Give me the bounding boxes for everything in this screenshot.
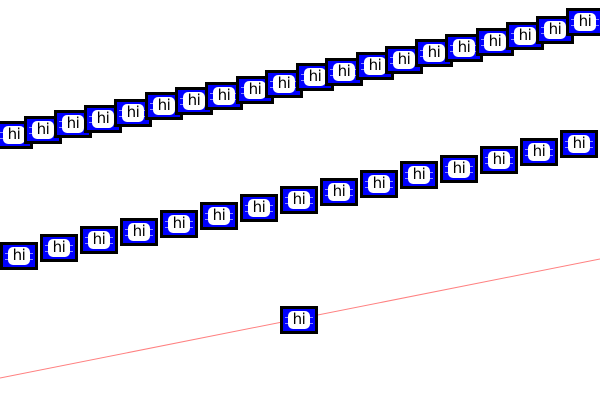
button-label: hi <box>457 37 471 56</box>
button-label: hi <box>427 42 441 61</box>
button-label: hi <box>397 49 411 68</box>
button-label: hi <box>252 197 266 216</box>
button-label-pill: hi <box>288 311 310 329</box>
button-label-pill: hi <box>393 51 415 69</box>
button-label-pill: hi <box>168 215 190 233</box>
button-label: hi <box>292 189 306 208</box>
button-label-pill: hi <box>128 223 150 241</box>
button-label: hi <box>572 133 586 152</box>
button-label-pill: hi <box>328 183 350 201</box>
button-label: hi <box>12 245 26 264</box>
button-label-pill: hi <box>48 239 70 257</box>
button-label-pill: hi <box>248 199 270 217</box>
hi-button[interactable]: hi <box>560 130 598 158</box>
button-label: hi <box>337 61 351 80</box>
button-label-pill: hi <box>183 92 205 110</box>
hi-button[interactable]: hi <box>200 202 238 230</box>
button-label-pill: hi <box>32 121 54 139</box>
button-label: hi <box>7 124 21 143</box>
button-label: hi <box>157 95 171 114</box>
button-label: hi <box>66 113 80 132</box>
button-label-pill: hi <box>3 126 25 144</box>
button-label-pill: hi <box>244 81 266 99</box>
button-label-pill: hi <box>8 247 30 265</box>
hi-button[interactable]: hi <box>175 87 213 115</box>
button-label: hi <box>492 149 506 168</box>
hi-button[interactable]: hi <box>506 22 544 50</box>
hi-button[interactable]: hi <box>520 138 558 166</box>
button-label: hi <box>172 213 186 232</box>
button-label-pill: hi <box>528 143 550 161</box>
button-label-pill: hi <box>453 39 475 57</box>
hi-button[interactable]: hi <box>400 161 438 189</box>
button-label: hi <box>332 181 346 200</box>
button-label-pill: hi <box>333 63 355 81</box>
button-label-pill: hi <box>423 44 445 62</box>
hi-button[interactable]: hi <box>120 218 158 246</box>
hi-button[interactable]: hi <box>440 155 478 183</box>
button-label-pill: hi <box>488 151 510 169</box>
hi-button[interactable]: hi <box>480 146 518 174</box>
hi-button[interactable]: hi <box>84 105 122 133</box>
button-label: hi <box>96 108 110 127</box>
button-label: hi <box>212 205 226 224</box>
hi-button[interactable]: hi <box>476 28 514 56</box>
button-label-pill: hi <box>574 13 596 31</box>
button-label: hi <box>292 309 306 328</box>
button-label: hi <box>452 158 466 177</box>
button-label: hi <box>368 55 382 74</box>
button-label-pill: hi <box>122 104 144 122</box>
button-label-pill: hi <box>304 68 326 86</box>
button-label: hi <box>187 90 201 109</box>
button-label: hi <box>412 164 426 183</box>
button-label: hi <box>92 229 106 248</box>
hi-button[interactable]: hi <box>80 226 118 254</box>
hi-button[interactable]: hi <box>240 194 278 222</box>
button-label: hi <box>548 19 562 38</box>
hi-button[interactable]: hi <box>566 8 600 36</box>
button-label: hi <box>36 119 50 138</box>
button-label-pill: hi <box>364 57 386 75</box>
button-label-pill: hi <box>544 21 566 39</box>
hi-button[interactable]: hi <box>40 234 78 262</box>
hi-button[interactable]: hi <box>280 186 318 214</box>
button-label: hi <box>532 141 546 160</box>
button-label: hi <box>308 66 322 85</box>
button-label-pill: hi <box>153 97 175 115</box>
button-label-pill: hi <box>514 27 536 45</box>
button-label-pill: hi <box>213 87 235 105</box>
hi-button[interactable]: hi <box>160 210 198 238</box>
button-label-pill: hi <box>273 75 295 93</box>
button-label: hi <box>578 11 592 30</box>
button-label-pill: hi <box>408 166 430 184</box>
button-label-pill: hi <box>568 135 590 153</box>
button-label: hi <box>132 221 146 240</box>
button-label: hi <box>217 85 231 104</box>
button-label-pill: hi <box>368 175 390 193</box>
button-label-pill: hi <box>208 207 230 225</box>
button-label-pill: hi <box>288 191 310 209</box>
button-label-pill: hi <box>62 115 84 133</box>
hi-button[interactable]: hi <box>360 170 398 198</box>
button-label-pill: hi <box>88 231 110 249</box>
button-label: hi <box>277 73 291 92</box>
hi-button[interactable]: hi <box>0 242 38 270</box>
button-label: hi <box>52 237 66 256</box>
button-label: hi <box>248 79 262 98</box>
button-label: hi <box>518 25 532 44</box>
hi-button[interactable]: hi <box>280 306 318 334</box>
hi-button[interactable]: hi <box>320 178 358 206</box>
button-label: hi <box>372 173 386 192</box>
button-label-pill: hi <box>92 110 114 128</box>
button-label-pill: hi <box>484 33 506 51</box>
hi-button[interactable]: hi <box>54 110 92 138</box>
button-label: hi <box>126 102 140 121</box>
button-label-pill: hi <box>448 160 470 178</box>
button-label: hi <box>488 31 502 50</box>
